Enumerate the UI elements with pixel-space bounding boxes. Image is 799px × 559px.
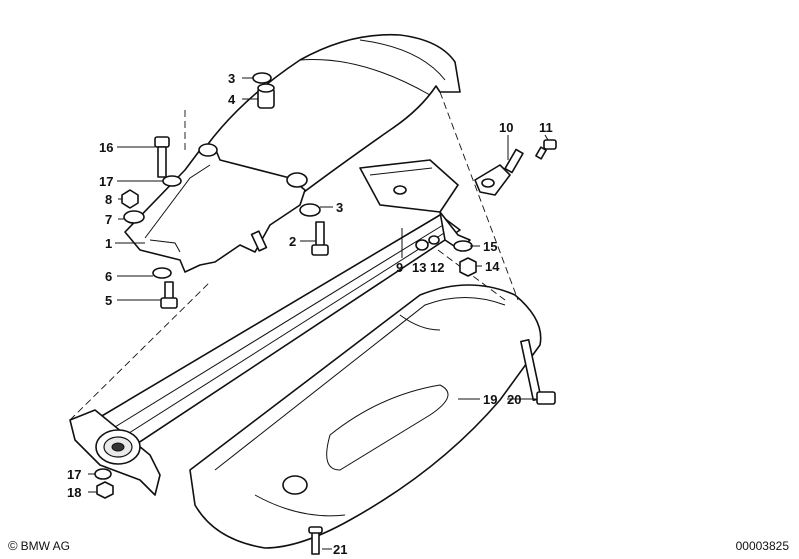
callout-3-top: 3 [228, 71, 235, 86]
washer-part-15 [453, 240, 473, 252]
washer-part-17 [162, 175, 182, 187]
callout-1: 1 [105, 236, 112, 251]
callout-15: 15 [483, 239, 497, 254]
nut-part-18 [96, 481, 114, 499]
washer-part-6 [152, 267, 172, 279]
nut-part-13 [415, 239, 429, 251]
washer-part-3-top [252, 72, 272, 84]
clip-part-12 [428, 235, 440, 245]
callout-7: 7 [105, 212, 112, 227]
callouts: 3 4 16 17 8 7 1 6 5 3 2 9 13 12 15 14 10… [67, 71, 553, 557]
washer-part-7 [123, 210, 145, 224]
nut-part-8 [121, 189, 139, 209]
callout-14: 14 [485, 259, 500, 274]
callout-12: 12 [430, 260, 444, 275]
callout-3-middle: 3 [336, 200, 343, 215]
callout-10: 10 [499, 120, 513, 135]
lock-part-10 [474, 148, 524, 196]
callout-11: 11 [539, 120, 553, 135]
brand-credit: © BMW AG [8, 538, 70, 553]
bolt-part-5 [160, 281, 178, 309]
screw-part-11 [535, 139, 557, 160]
lower-shroud-part-19 [189, 284, 542, 549]
callout-21: 21 [333, 542, 347, 557]
callout-17-bottom: 17 [67, 467, 81, 482]
callout-6: 6 [105, 269, 112, 284]
callout-5: 5 [105, 293, 112, 308]
callout-17-top: 17 [99, 174, 113, 189]
upper-shroud [204, 33, 461, 216]
bolt-part-20 [520, 339, 556, 405]
washer-part-17-lower [94, 468, 112, 480]
screw-part-21 [308, 526, 323, 555]
brand-name: BMW AG [20, 538, 70, 553]
callout-2: 2 [289, 234, 296, 249]
callout-18: 18 [67, 485, 81, 500]
bolt-part-16 [154, 136, 170, 178]
callout-13: 13 [412, 260, 426, 275]
bolt-part-2 [311, 221, 329, 256]
callout-9: 9 [396, 260, 403, 275]
leader-lines [88, 77, 549, 550]
bushing-part-4 [257, 83, 275, 109]
column-tube-part-9 [94, 159, 471, 456]
callout-20: 20 [507, 392, 521, 407]
nut-part-14 [459, 257, 477, 277]
bracket-part-1 [124, 143, 308, 273]
hardware [94, 72, 557, 555]
callout-19: 19 [483, 392, 497, 407]
tube-flange [69, 409, 161, 496]
callout-16: 16 [99, 140, 113, 155]
copyright-symbol: © [8, 538, 18, 553]
callout-4: 4 [228, 92, 236, 107]
callout-8: 8 [105, 192, 112, 207]
document-number: 00003825 [735, 539, 789, 553]
washer-part-3-middle [299, 203, 321, 217]
assembly-lines [69, 91, 519, 421]
